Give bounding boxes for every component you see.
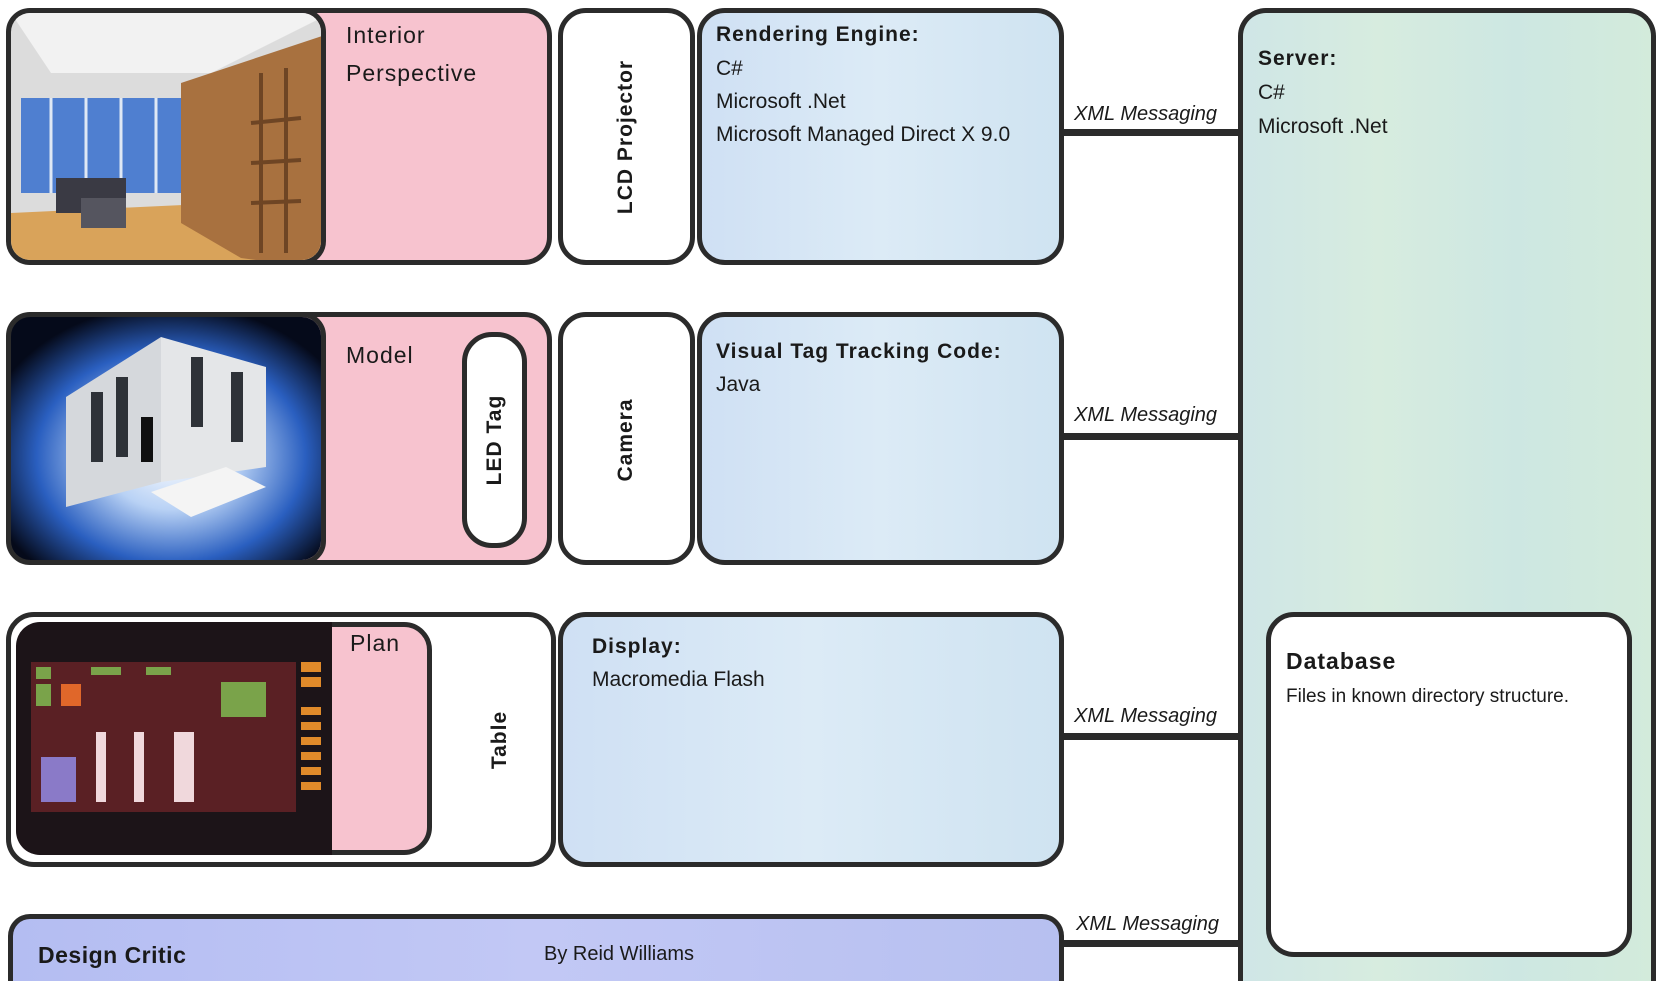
visual-tag-tracking-heading: Visual Tag Tracking Code: (716, 340, 1002, 363)
connector-row-3 (1064, 733, 1240, 740)
visual-tag-tracking-box (697, 312, 1064, 565)
connector-label-row-1: XML Messaging (1074, 103, 1218, 125)
lcd-projector-box (558, 8, 695, 265)
server-heading: Server: (1258, 47, 1338, 70)
model-title: Model (346, 342, 414, 368)
rendering-engine-line-1: C# (716, 57, 743, 80)
rendering-engine-heading: Rendering Engine: (716, 23, 920, 46)
lcd-projector-label: LCD Projector (614, 59, 637, 215)
display-heading: Display: (592, 635, 682, 658)
visual-tag-tracking-line-1: Java (716, 373, 761, 396)
interior-render-image (6, 8, 326, 265)
design-critic-bar (8, 914, 1064, 981)
model-render-image (6, 312, 326, 565)
display-line-1: Macromedia Flash (592, 668, 765, 691)
camera-label: Camera (614, 398, 637, 482)
interior-title-line2: Perspective (346, 60, 478, 86)
connector-row-1 (1064, 129, 1240, 136)
design-critic-byline: By Reid Williams (544, 943, 695, 965)
connector-row-2 (1064, 433, 1240, 440)
rendering-engine-line-3: Microsoft Managed Direct X 9.0 (716, 123, 1011, 146)
connector-label-footer: XML Messaging (1076, 913, 1220, 935)
rendering-engine-box (697, 8, 1064, 265)
database-box (1266, 612, 1632, 957)
floor-plan-image (16, 622, 332, 855)
led-tag-box (462, 332, 527, 548)
database-heading: Database (1286, 648, 1397, 674)
server-line-2: Microsoft .Net (1258, 115, 1388, 138)
server-line-1: C# (1258, 81, 1285, 104)
camera-box (558, 312, 695, 565)
table-label: Table (488, 710, 511, 770)
display-box (558, 612, 1064, 867)
connector-footer (1064, 940, 1240, 947)
connector-label-row-2: XML Messaging (1074, 404, 1218, 426)
connector-label-row-3: XML Messaging (1074, 705, 1218, 727)
interior-title-line1: Interior (346, 22, 426, 48)
database-description: Files in known directory structure. (1286, 686, 1569, 707)
led-tag-label: LED Tag (483, 394, 506, 486)
rendering-engine-line-2: Microsoft .Net (716, 90, 846, 113)
design-critic-title: Design Critic (38, 942, 187, 968)
plan-title: Plan (350, 630, 401, 656)
